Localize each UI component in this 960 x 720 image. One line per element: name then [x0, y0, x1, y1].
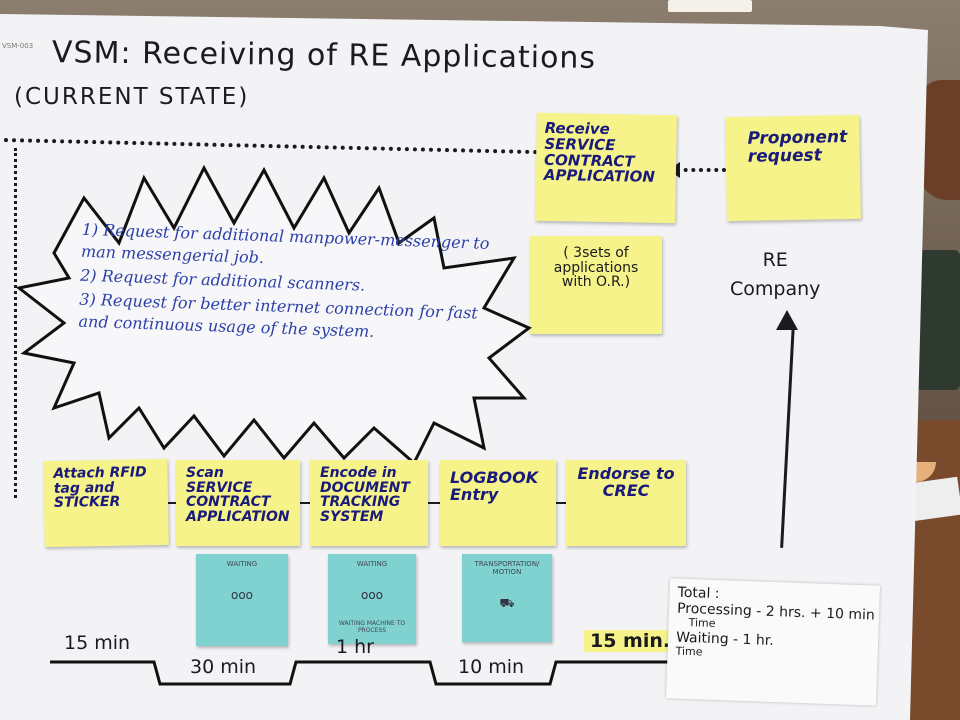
timeline-label-5: 15 min. [584, 630, 677, 652]
sticky-receive-application: Receive SERVICE CONTRACT APPLICATION [535, 112, 677, 224]
process-step-endorse: Endorse to CREC [566, 460, 686, 546]
dotted-info-line-vertical [14, 148, 17, 498]
ceiling-light [668, 0, 752, 12]
arrow-up-icon [776, 310, 798, 330]
timeline-label-2: 30 min [190, 656, 257, 678]
arrow-up-line [780, 324, 795, 548]
note-title: WAITING [226, 560, 258, 568]
sticky-three-sets: ( 3sets of applications with O.R.) [530, 236, 662, 334]
waiting-machine-note: WAITING ooo WAITING MACHINE TO PROCESS [328, 554, 416, 644]
connector [168, 502, 176, 504]
connector [428, 502, 440, 504]
note-title: WAITING [356, 560, 388, 568]
re-company-line2: Company [730, 277, 821, 300]
queue-icon: ooo [230, 588, 254, 602]
process-step-scan: Scan SERVICE CONTRACT APPLICATION [176, 460, 300, 546]
flipchart-paper: VSM-003 VSM: Receiving of RE Application… [0, 14, 928, 720]
poster-subtitle: (CURRENT STATE) [14, 84, 250, 110]
process-step-attach: Attach RFID tag and STICKER [43, 458, 169, 548]
total-summary-card: Total : Processing - 2 hrs. + 10 min Tim… [665, 578, 881, 706]
re-company-line1: RE [762, 249, 788, 271]
re-company-label: RE Company [730, 246, 820, 303]
note-subtitle: WAITING MACHINE TO PROCESS [338, 620, 406, 634]
sticky-proponent-request: Proponent request [725, 114, 861, 222]
truck-icon: ⛟ [499, 596, 515, 610]
kaizen-burst-icon [15, 164, 532, 466]
process-step-logbook: LOGBOOK Entry [440, 460, 556, 546]
connector [556, 502, 566, 504]
process-step-encode: Encode in DOCUMENT TRACKING SYSTEM [310, 460, 428, 546]
poster-title: VSM: Receiving of RE Applications [51, 35, 597, 76]
corner-note: VSM-003 [2, 42, 34, 50]
dotted-arrow-line [676, 168, 726, 172]
timeline-label-3: 1 hr [336, 636, 374, 658]
timeline-label-1: 15 min [64, 632, 131, 654]
queue-icon: ooo [360, 588, 384, 602]
burst-text: 1) Request for additional manpower-messe… [78, 219, 502, 350]
transportation-note: TRANSPORTATION/ MOTION ⛟ [462, 554, 552, 642]
timeline-ladder [50, 660, 670, 686]
note-title: TRANSPORTATION/ MOTION [474, 560, 540, 576]
connector [300, 502, 310, 504]
timeline-label-4: 10 min [458, 656, 525, 678]
waiting-note: WAITING ooo [196, 554, 288, 646]
dotted-info-line [3, 138, 538, 155]
